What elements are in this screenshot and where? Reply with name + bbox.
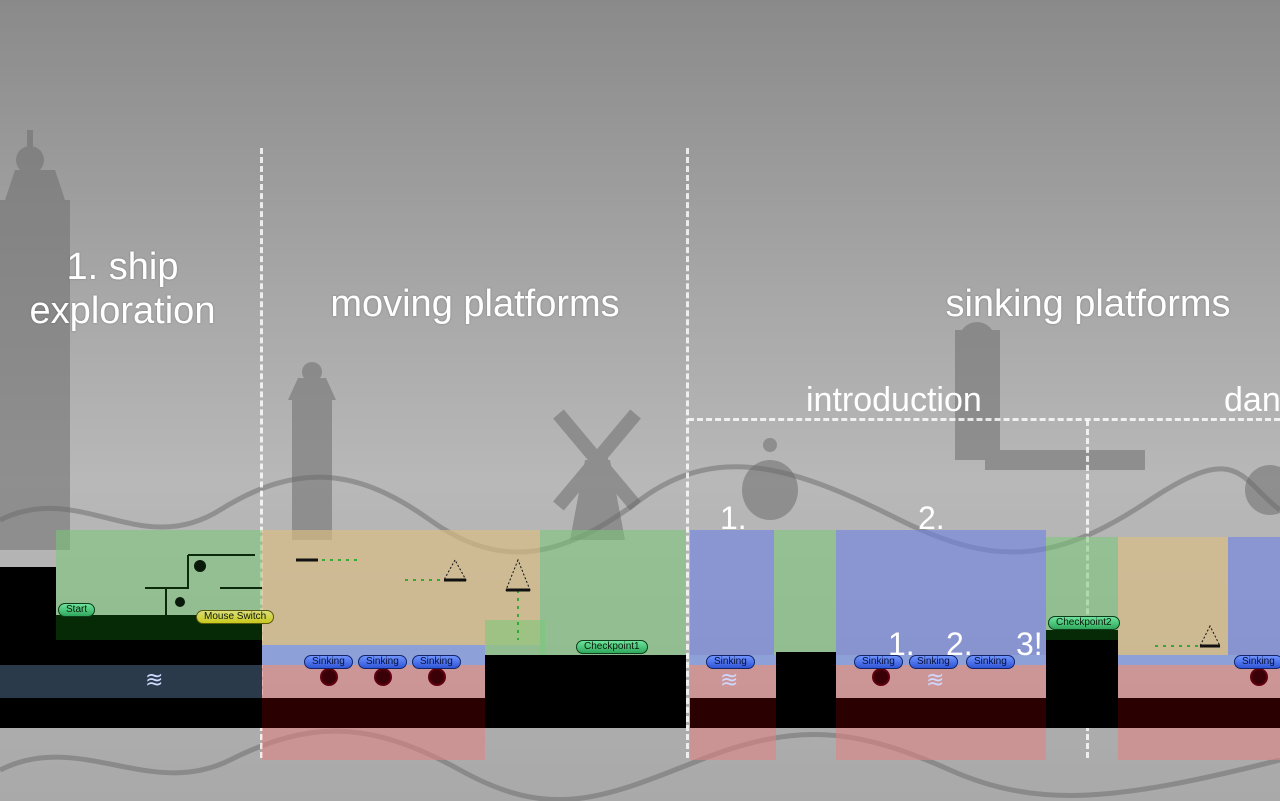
section-divider-2 <box>686 148 689 758</box>
terrain-pillar-1 <box>776 652 836 728</box>
zone-sinking-gap <box>774 530 836 655</box>
buoy-icon <box>1250 668 1268 686</box>
terrain-ship-base <box>56 640 262 665</box>
start-marker[interactable]: Start <box>58 603 96 617</box>
heading-dan: dan <box>1224 381 1280 419</box>
zone-sinking-intro-1 <box>690 530 774 665</box>
sinking-platform-marker[interactable]: Sinking <box>358 655 407 669</box>
sinking-platform-marker[interactable]: Sinking <box>854 655 903 669</box>
sinking-platform-marker[interactable]: Sinking <box>412 655 461 669</box>
subsection-top-border <box>688 418 1280 421</box>
heading-introduction: introduction <box>806 381 982 419</box>
zone-moving-3 <box>485 620 545 658</box>
water-floor-4 <box>1118 698 1280 728</box>
sinking-platform-marker[interactable]: Sinking <box>966 655 1015 669</box>
terrain-pillar-2 <box>1046 637 1118 728</box>
zone-danger-1 <box>1118 537 1228 662</box>
sub-step-3: 3! <box>1016 626 1043 662</box>
intro-step-2: 2. <box>918 500 945 536</box>
sinking-platform-marker[interactable]: Sinking <box>706 655 755 669</box>
heading-sinking-platforms: sinking platforms <box>945 283 1231 325</box>
section-divider-1 <box>260 148 263 758</box>
sinking-platform-marker[interactable]: Sinking <box>1234 655 1280 669</box>
buoy-icon <box>374 668 392 686</box>
terrain-left-block <box>0 567 56 667</box>
water-floor-1 <box>262 698 485 728</box>
buoy-icon <box>872 668 890 686</box>
buoy-icon <box>428 668 446 686</box>
checkpoint2-ledge <box>1046 630 1118 640</box>
zone-sinking-intro-2 <box>836 530 1046 665</box>
terrain-middle-block <box>485 655 686 728</box>
water-wave-icon: ≋ <box>145 667 164 692</box>
checkpoint2-marker[interactable]: Checkpoint2 <box>1048 616 1120 630</box>
zone-danger-2 <box>1228 537 1280 665</box>
checkpoint1-marker[interactable]: Checkpoint1 <box>576 640 648 654</box>
zone-moving-2 <box>540 530 686 655</box>
intro-step-1: 1. <box>720 500 747 536</box>
ship-hull-water <box>0 665 262 698</box>
sinking-platform-marker[interactable]: Sinking <box>909 655 958 669</box>
water-floor-2 <box>690 698 776 728</box>
mouse-switch-marker[interactable]: Mouse Switch <box>196 610 275 624</box>
sinking-platform-marker[interactable]: Sinking <box>304 655 353 669</box>
water-floor-3 <box>836 698 1046 728</box>
terrain-floor-left <box>0 698 262 728</box>
water-wave-icon: ≋ <box>720 667 739 692</box>
buoy-icon <box>320 668 338 686</box>
water-wave-icon: ≋ <box>926 667 945 692</box>
heading-ship-exploration: 1. ship exploration <box>29 246 216 332</box>
heading-moving-platforms: moving platforms <box>330 283 620 325</box>
